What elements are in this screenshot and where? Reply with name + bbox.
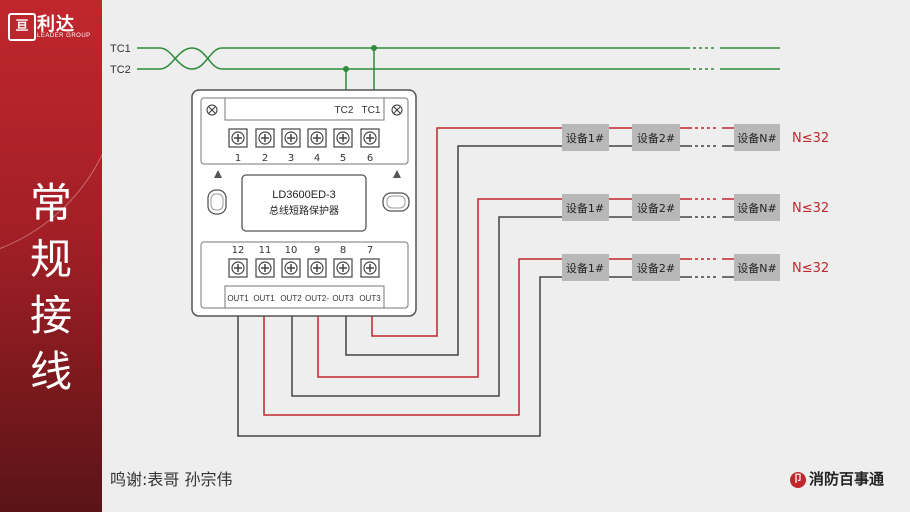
model-label-box (241, 174, 367, 232)
screw-slot-icon (287, 134, 295, 142)
brand-name-en: LEADER GROUP (37, 33, 91, 39)
device-box (632, 124, 680, 151)
screw-slot-icon (234, 264, 242, 272)
led-slot-inner (210, 193, 224, 211)
device-label: 设备1# (566, 261, 604, 275)
device-label: 设备1# (566, 201, 604, 215)
top-label-strip (224, 97, 385, 121)
terminal-number: 10 (285, 245, 298, 256)
device-label: 设备N# (737, 261, 776, 275)
screw-slot-icon (234, 134, 242, 142)
device-label: 设备2# (637, 201, 675, 215)
out-label: OUT3 (332, 294, 354, 303)
screw-slot-icon (313, 264, 321, 272)
device-chain-3: 设备1# 设备2# 设备N# N≤32 (562, 254, 829, 281)
device-box (562, 254, 609, 281)
junction-dot (343, 66, 349, 72)
protector-module: TC2 TC1 1 2 3 4 5 6 LD3600ED-3 总线短路保护器 1… (191, 89, 417, 317)
terminal-label-tc2: TC2 (335, 105, 354, 116)
footer-brand: 卩消防百事通 (790, 468, 884, 489)
device-box (632, 254, 680, 281)
junction-dot (371, 45, 377, 51)
device-chain-1: 设备1# 设备2# 设备N# N≤32 (562, 124, 829, 151)
screw-slot-icon (287, 264, 295, 272)
screw-slot-icon (313, 134, 321, 142)
screw-slot-icon (366, 264, 374, 272)
device-box (632, 194, 680, 221)
device-box (562, 194, 609, 221)
terminal-number: 2 (262, 153, 268, 164)
device-box (562, 124, 609, 151)
device-box (734, 194, 780, 221)
model-name: 总线短路保护器 (269, 204, 339, 217)
terminal-number: 9 (314, 245, 320, 256)
device-box (734, 254, 780, 281)
device-box (734, 124, 780, 151)
device-chain-2: 设备1# 设备2# 设备N# N≤32 (562, 194, 829, 221)
page-title: 常规接线 (29, 179, 72, 396)
output-wires (237, 127, 562, 437)
terminal-number: 3 (288, 153, 294, 164)
terminal-number: 6 (367, 153, 373, 164)
sidebar: 亘 利达 LEADER GROUP 常规接线 (0, 0, 102, 512)
terminal-number: 7 (367, 245, 373, 256)
brand-logo-icon: 亘 (8, 13, 36, 41)
device-limit: N≤32 (792, 201, 829, 216)
brand-badge-icon: 卩 (790, 471, 806, 488)
terminal-label-tc1: TC1 (362, 105, 381, 116)
brand-name: 利达 (37, 14, 75, 35)
bus-lines (137, 47, 780, 98)
device-label: 设备2# (637, 131, 675, 145)
footer-brand-text: 消防百事通 (809, 470, 885, 488)
device-label: 设备N# (737, 201, 776, 215)
screw-slot-icon (366, 134, 374, 142)
terminal-number: 12 (232, 245, 245, 256)
terminal-number: 8 (340, 245, 346, 256)
device-limit: N≤32 (792, 261, 829, 276)
bus-label-tc2: TC2 (110, 64, 131, 76)
device-label: 设备N# (737, 131, 776, 145)
out-label: OUT1 (253, 294, 275, 303)
triangle-up-icon (393, 170, 401, 178)
out-label: OUT2 (280, 294, 302, 303)
screw-slot-icon (261, 264, 269, 272)
terminal-number: 11 (259, 245, 272, 256)
out-label: OUT3 (359, 294, 381, 303)
terminal-number: 5 (340, 153, 346, 164)
led-slot-inner (386, 195, 406, 209)
out-label: OUT2- (305, 294, 329, 303)
bus-label-tc1: TC1 (110, 43, 131, 55)
device-limit: N≤32 (792, 131, 829, 146)
device-label: 设备2# (637, 261, 675, 275)
terminal-number: 1 (235, 153, 241, 164)
screw-slot-icon (339, 134, 347, 142)
credits-text: 鸣谢:表哥 孙宗伟 (110, 470, 233, 489)
terminal-number: 4 (314, 153, 320, 164)
model-number: LD3600ED-3 (272, 189, 336, 201)
triangle-up-icon (214, 170, 222, 178)
out-label: OUT1 (227, 294, 249, 303)
bottom-label-strip (224, 285, 385, 309)
screw-slot-icon (339, 264, 347, 272)
screw-slot-icon (261, 134, 269, 142)
device-label: 设备1# (566, 131, 604, 145)
